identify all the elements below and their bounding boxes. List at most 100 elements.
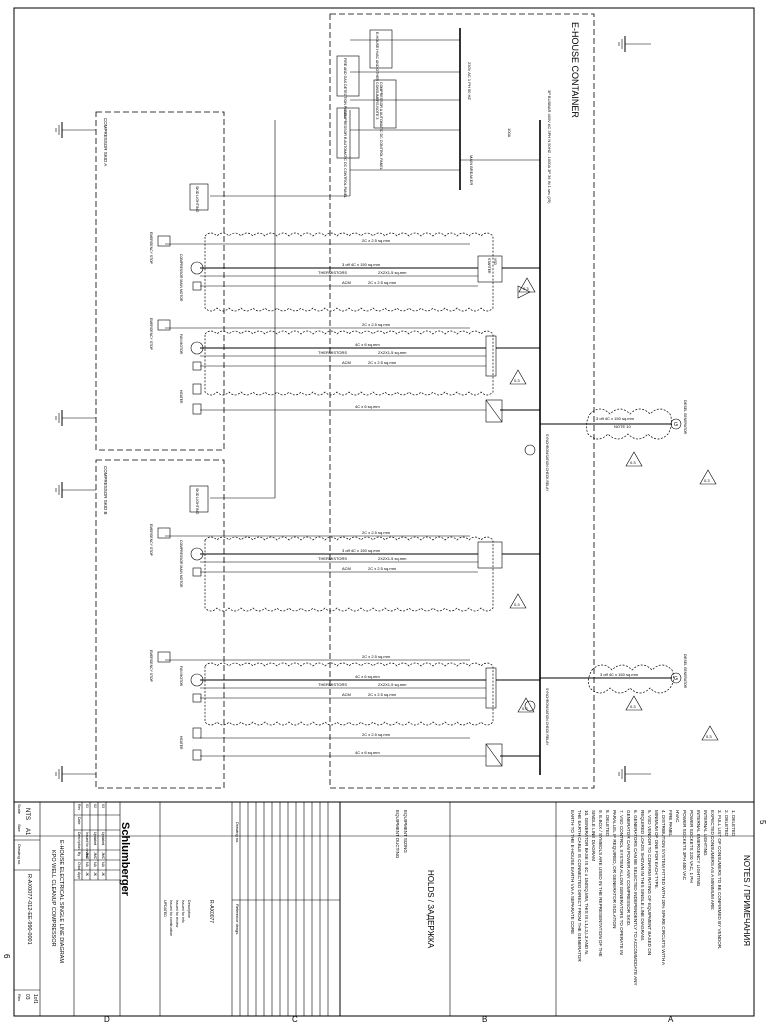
generator-incomer-2: G SYNCHRONISATION CHECK RELAY 3 off 4C x…	[524, 654, 719, 746]
starter-label-a: STARTER	[487, 258, 491, 274]
fire-panel-box	[336, 55, 360, 97]
notes-line: MINIMUM OF ONE FOR EACH TYPE.	[654, 810, 659, 889]
notes-line: 6. GENERATORS CAN BE SELECTED INDEPENDEN…	[633, 810, 638, 986]
sync-relay-label-2: SYNCHRONISATION CHECK RELAY	[545, 688, 549, 746]
estop-label-a: EMERGENCY STOP	[149, 232, 153, 265]
feeder-group-fan-motor-b: 2C x 2.5 sq.mm 4C x 6 sq.mm THERMISTORS …	[149, 650, 540, 726]
skid-a-label: COMPRESSOR SKID A	[103, 118, 108, 166]
generator-incomer-1: G SYNCHRONISATION CHECK RELAY 3 off 4C x…	[524, 400, 717, 492]
acm-fan-b: ACM	[342, 692, 351, 697]
thermistor-cable-a: 2X2X1.5 sq.mm	[378, 270, 407, 275]
skid-a-lighting-label: SKID LIGHTING	[195, 186, 199, 213]
comp-a-panel-box	[373, 79, 397, 129]
size-value: A1	[24, 828, 30, 836]
status-lines: UPDATED Issued for construction Issued f…	[163, 900, 191, 936]
notes-title: NOTES / ПРИМЕЧАНИЯ	[742, 855, 751, 946]
thermistors-a: THERMISTORS	[318, 270, 347, 275]
holds-item-2: EQUIPMENT DUCTING	[395, 810, 400, 859]
busbar-label: 3P BUSBAR 400V AC 3PH N 50HZ - 1000A 3P …	[547, 90, 552, 204]
ground-symbols	[55, 36, 651, 782]
feeder-group-heater-b: 2C x 2.5 sq.mm 4C x 6 sq.mm HEATER	[179, 727, 540, 767]
gen-label-1: DIESEL GENERATOR	[683, 400, 687, 435]
rev-row-3-by: JMC	[85, 852, 89, 860]
sheet-value: 1of1	[32, 994, 38, 1004]
e-house-container-outline	[329, 13, 595, 789]
notes-line: 4. DISTRIBUTION SYSTEM FITTED WITH 20% S…	[661, 810, 666, 966]
vsd-label-a: VSD	[493, 258, 497, 266]
notes-line: 8. DELETED	[605, 810, 610, 837]
feeder-group-main-motor-b: 2C x 2.5 sq.mm 3 off 4C x 150 sq.mm THER…	[149, 524, 540, 612]
thermistor-cable-b: 2X2X1.5 sq.mm	[378, 556, 407, 561]
cable-heater-a: 4C x 6 sq.mm	[355, 404, 380, 409]
drawing-number: R-AX0077-012-EE-990-0001	[26, 874, 32, 945]
feeder-group-heater-a: 4C x 6 sq.mm HEATER	[179, 383, 540, 423]
border-number-6: 6	[2, 954, 11, 959]
ac-line-label: 230V AC 1 PH 50 HZ	[467, 62, 472, 100]
skid-b-label: COMPRESSOR SKID B	[103, 466, 108, 515]
notes-line: SINGLE LINE DIAGRAM	[591, 810, 596, 861]
rev-triangle-g4: 0.3	[706, 734, 712, 739]
acm-cable-fan-b: 2C x 2.5 sq.mm	[368, 692, 397, 697]
rev-row-1-rev: 03	[101, 804, 105, 808]
thermistors-fan-a: THERMISTORS	[318, 350, 347, 355]
rev-value: 03	[24, 994, 30, 1000]
heater-label-a: HEATER	[179, 390, 183, 404]
status-line-1: UPDATED	[163, 900, 167, 917]
cable-2c-fan-b: 2C x 2.5 sq.mm	[362, 654, 391, 659]
main-breaker-label: MAIN BREAKER	[469, 155, 474, 185]
ac-feeders	[350, 39, 460, 171]
scale-value: NTS	[24, 808, 30, 820]
fan-motor-label-a: FAN MOTOR	[179, 334, 183, 355]
rev-row-1-by: JMC	[101, 852, 105, 860]
notes-line: REQUIRED LOADS SHOWN IN THIS SINGLE LINE…	[640, 810, 645, 941]
comp-b-panel-box	[336, 107, 360, 159]
cable-main-a: 3 off 4C x 150 sq.mm	[342, 262, 381, 267]
fire-panel-label: FIRE AND GAS DETECTION PANEL	[343, 58, 347, 117]
cable-4c-fan-b: 4C x 6 sq.mm	[355, 674, 380, 679]
cable-main-b: 3 off 4C x 150 sq.mm	[342, 548, 381, 553]
notes-line: 9. E.BOX / SYMBOLS ARE USED IN THE REPRE…	[598, 810, 603, 957]
rev-header-chk: Chkd	[77, 862, 81, 870]
rev-header-desc: Description	[77, 832, 81, 850]
notes-line: 10. GENERATOR BASE IS 4C x 150SQ.MM, THI…	[584, 810, 589, 955]
border-letter-c: C	[292, 1015, 298, 1024]
acm-a: ACM	[342, 280, 351, 285]
project-name: KPO WELL CLEANUP COMPRESSOR	[50, 850, 56, 947]
rev-triangle-b2: 0.3	[522, 706, 528, 711]
rev-header-date: Date	[77, 817, 81, 824]
gen-cable-1: 3 off 4C x 150 sq.mm	[596, 416, 635, 421]
estop-label-fan-a: EMERGENCY STOP	[149, 318, 153, 351]
motor-label-b: COMPRESSOR MAIN MOTOR	[179, 540, 183, 588]
notes-line: GENERATOR CAN POWER ANY COMPRESSOR SKID.	[626, 810, 631, 926]
notes-line: HVAC	[675, 810, 680, 823]
status-line-2: Issued for construction	[169, 900, 173, 936]
notes-line: THE EARTH CABLE IS CONNECTED DIRECT FROM…	[577, 810, 582, 962]
notes-line: FIRE PANEL	[668, 810, 673, 837]
status-line-3: Issued for review	[175, 900, 179, 928]
notes-line: 1. DELETED	[731, 810, 736, 837]
acm-b: ACM	[342, 566, 351, 571]
rev-row-2-desc: Updated	[93, 832, 97, 845]
reference-drawings-label: Reference drwgs.	[235, 904, 240, 935]
rev-header-rev: Rev	[77, 804, 81, 810]
rev-triangle-a1: 0.3	[523, 286, 529, 291]
estop-label-b: EMERGENCY STOP	[149, 524, 153, 557]
rev-triangle-g2: 0.3	[704, 478, 710, 483]
rev-triangle-g1: 0.3	[630, 460, 636, 465]
border-letter-b: B	[482, 1015, 487, 1024]
rev-header-app: Appr	[77, 872, 81, 880]
gen-cable-2: 3 off 4C x 150 sq.mm	[600, 672, 639, 677]
skid-a-lighting-box	[189, 183, 209, 211]
comp-b-panel-label: COMPRESSOR B AUTOMATIC DC CONTROL PANEL	[343, 110, 347, 198]
rev-label: Rev	[17, 994, 22, 1001]
skid-b-lighting-label: SKID LIGHTING	[195, 488, 199, 515]
notes-line: 3. FULL LIST OF CONSUMERS TO BE CONFIRME…	[717, 810, 722, 949]
rev-row-3-rev: 01	[85, 804, 89, 808]
holds-title: HOLDS / ЗАДЕРЖКА	[426, 870, 435, 949]
notes-line: EXPECTED CONSUMERS AS A MINIMUM ARE:	[710, 810, 715, 911]
notes-line: POWER SOCKETS 220 VAC, 1 PH	[689, 810, 694, 883]
cable-2c-heater-b: 2C x 2.5 sq.mm	[362, 732, 391, 737]
drawing-title: E-HOUSE ELECTRICAL SINGLE LINE DIAGRAM	[58, 840, 64, 963]
feeder-group-main-motor-a: 2C x 2.5 sq.mm 3 off 4C x 150 sq.mm THER…	[149, 232, 540, 312]
